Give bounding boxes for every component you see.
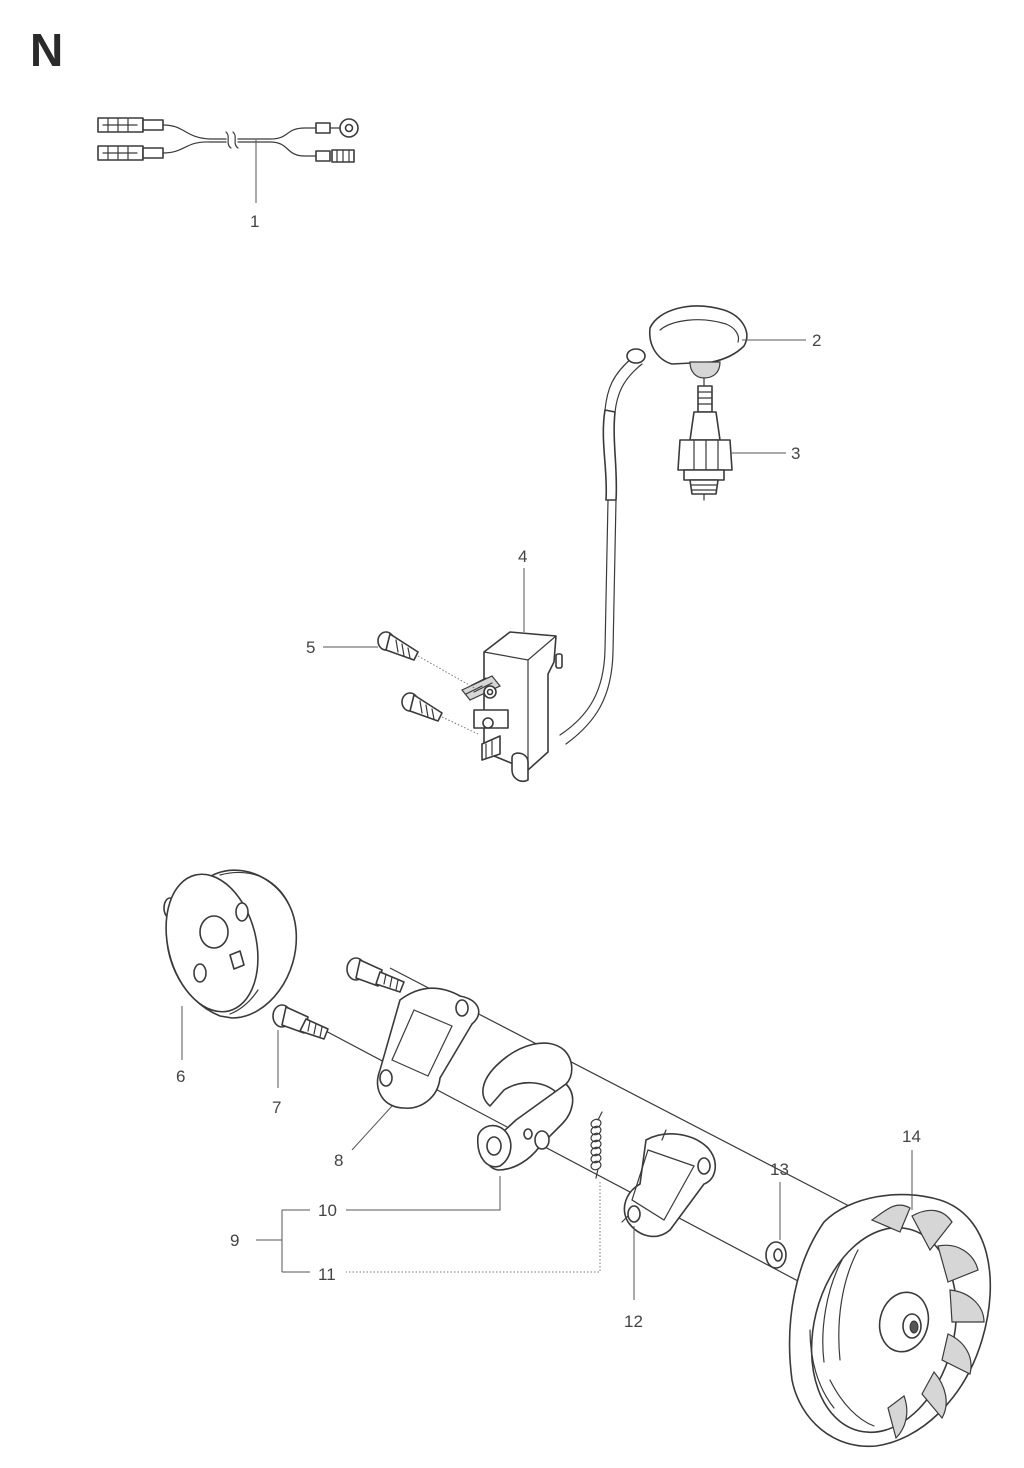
clutch-shoes <box>346 1042 574 1211</box>
wire-harness <box>97 117 359 203</box>
washer-plate-right <box>621 1129 716 1300</box>
callout-6: 6 <box>176 1067 185 1086</box>
callout-5: 5 <box>306 638 315 657</box>
bracket-9 <box>256 1209 310 1273</box>
clutch-spring <box>346 1111 603 1273</box>
spark-plug <box>677 385 786 501</box>
sheet-letter: N <box>30 24 63 76</box>
callout-7: 7 <box>272 1098 281 1117</box>
flywheel <box>788 1150 992 1448</box>
shoulder-screws <box>272 957 405 1088</box>
callout-3: 3 <box>791 444 800 463</box>
coil-screws <box>323 631 479 735</box>
callout-4: 4 <box>518 547 527 566</box>
callout-9: 9 <box>230 1231 239 1250</box>
spark-plug-cap <box>559 305 806 745</box>
washer <box>765 1182 787 1269</box>
callout-8: 8 <box>334 1151 343 1170</box>
callout-13: 13 <box>770 1160 789 1179</box>
callout-12: 12 <box>624 1312 643 1331</box>
clutch-drum <box>163 869 298 1060</box>
callout-10: 10 <box>318 1201 337 1220</box>
callout-11: 11 <box>318 1265 336 1284</box>
ignition-coil <box>461 568 563 783</box>
callout-2: 2 <box>812 331 821 350</box>
callout-1: 1 <box>250 212 259 231</box>
washer-plate-left <box>351 987 480 1151</box>
callout-14: 14 <box>902 1127 921 1146</box>
